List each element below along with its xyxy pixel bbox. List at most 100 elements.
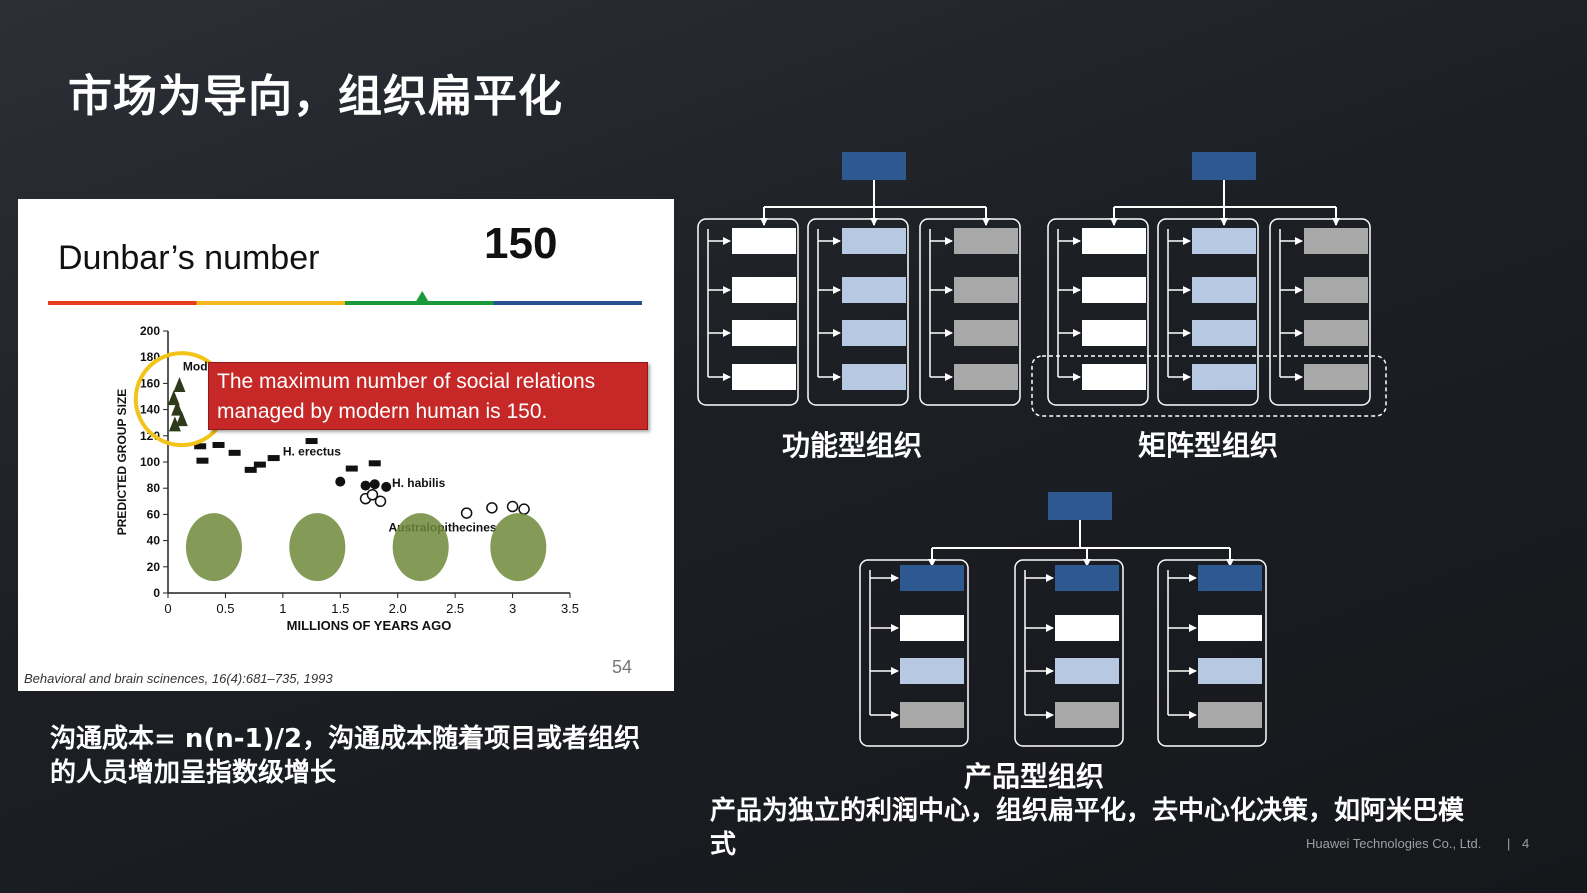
data-point-erectus — [196, 457, 209, 464]
org-unit-box — [1198, 658, 1262, 684]
figure-page-number: 54 — [612, 657, 633, 677]
org-unit-box — [900, 658, 964, 684]
org-unit-box — [1198, 702, 1262, 728]
data-point-erectus — [267, 455, 280, 462]
org-unit-box — [1082, 320, 1146, 346]
color-bar-segment — [345, 301, 494, 305]
data-point-erectus — [212, 441, 225, 448]
y-tick-label: 140 — [140, 403, 160, 417]
data-point-erectus — [194, 443, 207, 450]
org-unit-box — [1055, 702, 1119, 728]
org-unit-box — [900, 702, 964, 728]
org-unit-box — [732, 364, 796, 390]
org-unit-box — [1198, 615, 1262, 641]
org-column-frame — [1047, 218, 1149, 406]
org-unit-box — [1192, 277, 1256, 303]
org-head-box — [842, 152, 906, 180]
hominid-head-illustration — [392, 513, 449, 582]
data-point-australopithecine — [460, 507, 473, 519]
org-unit-box — [954, 364, 1018, 390]
org-head-box — [1048, 492, 1112, 520]
x-tick-label: 1 — [279, 601, 286, 616]
org-column-frame — [1269, 218, 1371, 406]
data-point-modern — [168, 416, 181, 432]
y-tick-label: 20 — [147, 560, 161, 574]
org-unit-box — [1082, 277, 1146, 303]
data-point-australopithecine — [506, 500, 519, 513]
y-tick-label: 100 — [140, 455, 160, 469]
chart-annotation: H. erectus — [283, 444, 341, 458]
org-unit-box — [1304, 320, 1368, 346]
y-tick-label: 200 — [140, 324, 160, 338]
matrix-org-label: 矩阵型组织 — [1138, 429, 1279, 462]
org-unit-box — [1304, 364, 1368, 390]
org-unit-box — [842, 364, 906, 390]
data-point-modern — [173, 377, 186, 393]
org-unit-box — [732, 320, 796, 346]
org-unit-box — [900, 565, 964, 591]
org-unit-box — [1192, 320, 1256, 346]
footer-page-number: 4 — [1522, 836, 1530, 851]
x-tick-label: 0 — [164, 601, 171, 616]
y-tick-label: 40 — [147, 534, 161, 548]
data-point-erectus — [244, 466, 257, 473]
org-unit-box — [1198, 565, 1262, 591]
dunbar-number: 150 — [484, 219, 558, 268]
data-point-modern — [175, 411, 188, 427]
org-unit-box — [1192, 228, 1256, 254]
org-unit-box — [842, 320, 906, 346]
data-point-habilis — [381, 481, 392, 492]
org-unit-box — [1055, 658, 1119, 684]
org-unit-box — [1304, 228, 1368, 254]
data-point-erectus — [345, 465, 358, 472]
org-unit-box — [954, 228, 1018, 254]
functional-org-label: 功能型组织 — [782, 429, 923, 462]
chart-annotation: H. habilis — [392, 476, 446, 490]
color-bar-segment — [196, 301, 345, 305]
x-axis-label: MILLIONS OF YEARS AGO — [287, 618, 452, 633]
data-point-habilis — [360, 480, 371, 491]
hominid-head-illustration — [289, 513, 346, 582]
org-column-frame — [859, 559, 969, 747]
org-unit-box — [842, 277, 906, 303]
org-unit-box — [732, 228, 796, 254]
y-tick-label: 60 — [147, 507, 161, 521]
chart-annotation: Mod — [183, 359, 208, 373]
x-tick-label: 1.5 — [331, 601, 349, 616]
data-point-modern — [171, 400, 184, 416]
color-bar-segment — [493, 301, 642, 305]
org-column-frame — [807, 218, 909, 406]
org-unit-box — [900, 615, 964, 641]
org-column-frame — [919, 218, 1021, 406]
data-point-habilis — [369, 479, 380, 490]
data-point-australopithecine — [518, 503, 530, 515]
org-column-frame — [697, 218, 799, 406]
x-tick-label: 2.5 — [446, 601, 464, 616]
data-point-australopithecine — [486, 502, 498, 514]
y-tick-label: 80 — [147, 481, 161, 495]
x-tick-label: 3 — [509, 601, 516, 616]
org-unit-box — [1304, 277, 1368, 303]
data-point-australopithecine — [366, 489, 379, 501]
org-unit-box — [732, 277, 796, 303]
org-column-frame — [1014, 559, 1124, 747]
x-tick-label: 3.5 — [561, 601, 579, 616]
data-point-modern — [167, 390, 180, 406]
y-tick-label: 120 — [140, 429, 160, 443]
communication-cost-text: 沟通成本= n(n-1)/2，沟通成本随着项目或者组织的人员增加呈指数级增长 — [50, 724, 641, 788]
org-unit-box — [1082, 364, 1146, 390]
org-head-box — [1192, 152, 1256, 180]
org-unit-box — [1082, 228, 1146, 254]
slide-title: 市场为导向，组织扁平化 — [68, 71, 563, 122]
org-unit-box — [1055, 615, 1119, 641]
org-unit-box — [1192, 364, 1256, 390]
footer-separator: | — [1507, 836, 1511, 851]
y-tick-label: 0 — [153, 586, 160, 600]
product-org-label: 产品型组织 — [964, 760, 1105, 793]
figure-heading: Dunbar’s number — [58, 239, 320, 277]
org-diagrams — [697, 152, 1387, 747]
x-tick-label: 2.0 — [389, 601, 407, 616]
data-point-australopithecine — [374, 495, 387, 508]
